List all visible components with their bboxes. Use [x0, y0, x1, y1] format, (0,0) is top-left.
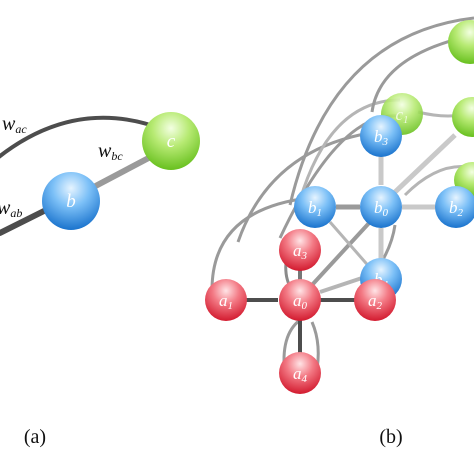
node-a2-circle: [354, 279, 396, 321]
node-c: c: [142, 112, 200, 170]
node-b2-label: b2: [449, 198, 464, 219]
edge-arc-b1-top: [288, 16, 474, 206]
node-b2: b2: [435, 186, 474, 228]
edge-label-w-bc-main: w: [98, 140, 112, 162]
node-b-label: b: [66, 191, 76, 212]
node-a4-main: a: [293, 364, 302, 383]
edge-label-w-ac-main: w: [2, 113, 16, 135]
node-b0: b0: [360, 186, 402, 228]
node-a1-sub: 1: [228, 300, 234, 312]
node-a1-label: a1: [219, 291, 233, 312]
node-b1-sub: 1: [317, 207, 323, 219]
node-a4-label: a4: [293, 364, 308, 385]
node-b1-label: b1: [308, 198, 322, 219]
node-b0-circle: [360, 186, 402, 228]
panel-a: wac wbc wab b c (a): [0, 112, 200, 448]
caption-b: (b): [379, 426, 402, 448]
node-a2-label: a2: [368, 291, 383, 312]
node-b1: b1: [294, 186, 336, 228]
node-b0-label: b0: [374, 198, 389, 219]
node-green-top-right: [448, 20, 474, 64]
edge-label-w-ab-sub: ab: [10, 206, 22, 220]
node-b3-circle: [360, 115, 402, 157]
node-c-label: c: [167, 131, 176, 152]
node-a3-main: a: [293, 241, 302, 260]
node-a0-main: a: [293, 291, 302, 310]
node-a3: a3: [279, 229, 321, 271]
node-a2-main: a: [368, 291, 377, 310]
node-a2-sub: 2: [377, 300, 383, 312]
node-a0-sub: 0: [302, 300, 308, 312]
node-b0-main: b: [374, 198, 383, 217]
edge-b0-c-right: [393, 133, 457, 194]
node-b: b: [42, 172, 100, 230]
node-a1-main: a: [219, 291, 228, 310]
node-a4-sub: 4: [302, 373, 308, 385]
edge-arc-b1-c1: [298, 98, 401, 201]
node-b1-main: b: [308, 198, 317, 217]
node-b3-main: b: [374, 127, 383, 146]
caption-a: (a): [24, 426, 46, 448]
node-c1-sub: 1: [403, 114, 409, 126]
edge-arc-a1-b1: [210, 196, 309, 291]
node-b2-circle: [435, 186, 474, 228]
node-b1-circle: [294, 186, 336, 228]
node-green-right: [452, 97, 474, 137]
node-a3-circle: [279, 229, 321, 271]
node-b3-sub: 3: [382, 136, 389, 148]
node-b2-sub: 2: [458, 207, 464, 219]
node-a4: a4: [279, 352, 321, 394]
node-b3-label: b3: [374, 127, 389, 148]
node-a1: a1: [205, 279, 247, 321]
edge-label-w-ac: wac: [2, 113, 27, 136]
node-b2-main: b: [449, 198, 458, 217]
node-c1-main: c: [395, 105, 403, 124]
node-a3-label: a3: [293, 241, 308, 262]
node-a4-circle: [279, 352, 321, 394]
node-a0-circle: [279, 279, 321, 321]
node-c1-label: c1: [395, 105, 408, 126]
edge-label-w-ab: wab: [0, 197, 22, 220]
edge-label-w-ab-main: w: [0, 197, 11, 219]
node-a0-label: a0: [293, 291, 308, 312]
node-a2: a2: [354, 279, 396, 321]
node-c-circle: [142, 112, 200, 170]
panel-b: c1 b3 b1 b0 b2: [205, 16, 474, 448]
edge-a-c: [0, 115, 166, 159]
edge-a0-b4: [319, 276, 363, 294]
edge-a0-b0: [310, 220, 372, 287]
edge-label-w-bc: wbc: [98, 140, 123, 163]
edge-label-w-ac-sub: ac: [15, 122, 27, 136]
edge-label-w-bc-sub: bc: [111, 149, 123, 163]
node-a3-sub: 3: [301, 250, 308, 262]
node-b-circle: [42, 172, 100, 230]
edge-b1-b4: [328, 221, 374, 271]
node-a0: a0: [279, 279, 321, 321]
node-a1-circle: [205, 279, 247, 321]
node-b3: b3: [360, 115, 402, 157]
node-b0-sub: 0: [383, 207, 389, 219]
